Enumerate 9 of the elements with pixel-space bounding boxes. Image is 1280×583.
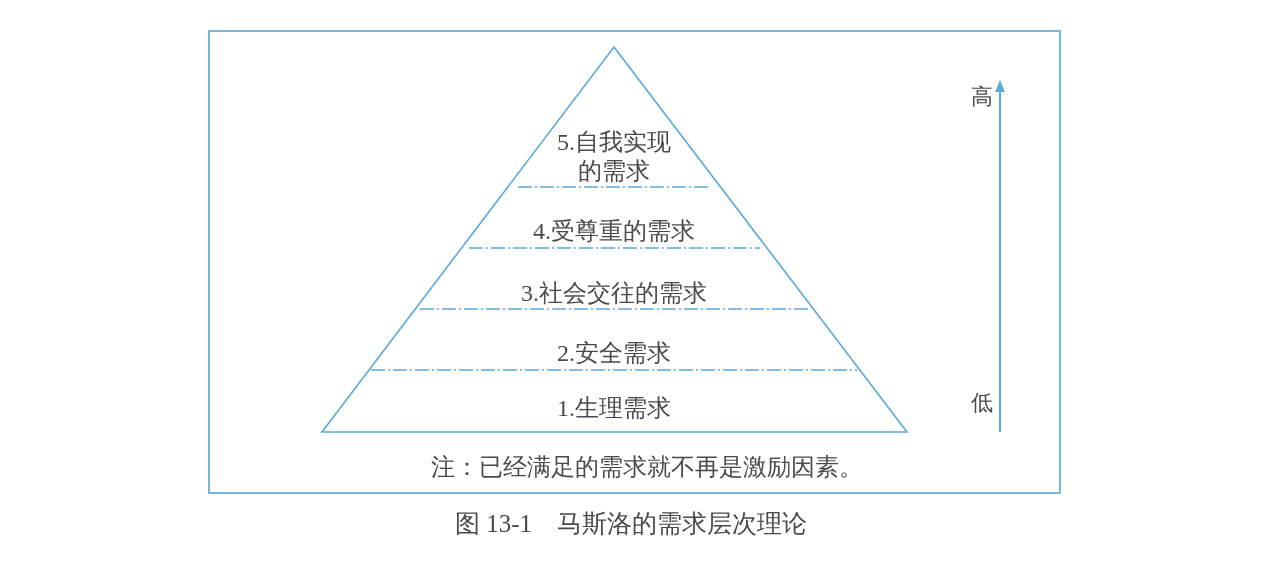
level-label: 5.自我实现的需求 [556, 128, 672, 186]
figure-caption: 图 13-1 马斯洛的需求层次理论 [454, 508, 808, 539]
level-label: 3.社会交往的需求 [521, 278, 707, 308]
scale-label: 高 [971, 83, 993, 111]
footnote-text: 注：已经满足的需求就不再是激励因素。 [431, 453, 863, 482]
scale-label: 低 [971, 389, 993, 417]
level-label: 1.生理需求 [557, 393, 671, 423]
level-label: 2.安全需求 [557, 338, 671, 368]
level-label: 4.受尊重的需求 [533, 216, 695, 246]
